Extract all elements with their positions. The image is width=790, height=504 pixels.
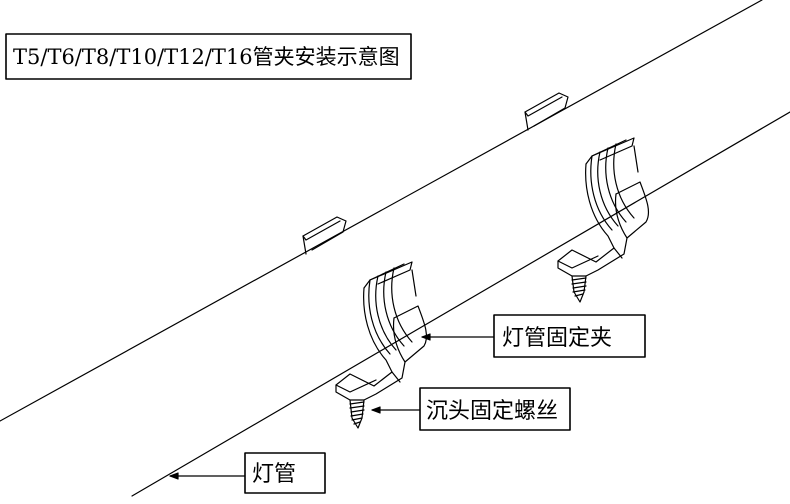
countersunk-screw-left bbox=[349, 399, 365, 429]
rear-clip-tab-left bbox=[302, 216, 347, 255]
clip-label-box bbox=[493, 314, 646, 358]
title-box bbox=[5, 33, 412, 80]
diagram-title: T5/T6/T8/T10/T12/T16管夹安装示意图 bbox=[13, 45, 400, 69]
screw-leader bbox=[371, 406, 421, 414]
rear-clip-tab-right bbox=[524, 92, 569, 131]
tube-leader bbox=[169, 472, 246, 480]
tube-clip-left bbox=[335, 261, 428, 401]
tube-clip-right bbox=[557, 137, 650, 277]
screw-label: 沉头固定螺丝 bbox=[426, 399, 558, 424]
screw-label-box bbox=[419, 387, 571, 431]
tube-label-box bbox=[244, 452, 326, 494]
tube-label: 灯管 bbox=[252, 462, 296, 487]
clip-leader bbox=[421, 333, 495, 341]
clip-label: 灯管固定夹 bbox=[502, 326, 612, 351]
countersunk-screw-right bbox=[571, 275, 587, 303]
